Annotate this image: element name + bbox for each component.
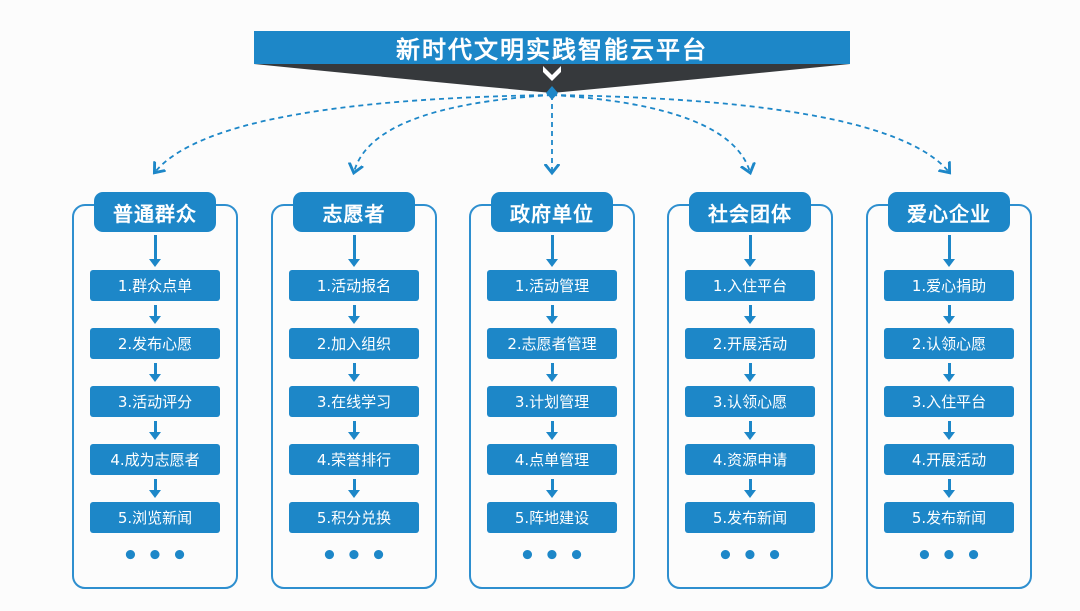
step-item: 5.阵地建设 <box>487 502 617 533</box>
down-arrow-icon <box>550 421 554 432</box>
down-arrow-icon <box>947 363 951 374</box>
step-item: 3.认领心愿 <box>685 386 815 417</box>
column-social-groups: 社会团体 1.入住平台 2.开展活动 3.认领心愿 4.资源申请 5.发布新闻 … <box>667 192 833 602</box>
down-arrow-icon <box>153 421 157 432</box>
column-caring-enterprises: 爱心企业 1.爱心捐助 2.认领心愿 3.入住平台 4.开展活动 5.发布新闻 … <box>866 192 1032 602</box>
column-title: 爱心企业 <box>888 192 1010 232</box>
down-arrow-icon <box>352 305 356 316</box>
down-arrow-icon <box>947 235 951 259</box>
down-arrow-icon <box>947 421 951 432</box>
down-arrow-icon <box>352 421 356 432</box>
banner-ribbon <box>254 64 850 93</box>
banner-down-arrow-icon <box>543 66 561 81</box>
column-volunteers: 志愿者 1.活动报名 2.加入组织 3.在线学习 4.荣誉排行 5.积分兑换 •… <box>271 192 437 602</box>
step-item: 5.发布新闻 <box>884 502 1014 533</box>
more-indicator: ••• <box>122 541 196 571</box>
down-arrow-icon <box>153 363 157 374</box>
step-item: 2.加入组织 <box>289 328 419 359</box>
step-item: 3.入住平台 <box>884 386 1014 417</box>
platform-title: 新时代文明实践智能云平台 <box>396 36 708 64</box>
down-arrow-icon <box>947 479 951 490</box>
step-item: 2.发布心愿 <box>90 328 220 359</box>
step-item: 2.志愿者管理 <box>487 328 617 359</box>
down-arrow-icon <box>947 305 951 316</box>
step-item: 4.荣誉排行 <box>289 444 419 475</box>
column-title: 政府单位 <box>491 192 613 232</box>
down-arrow-icon <box>748 421 752 432</box>
more-indicator: ••• <box>717 541 791 571</box>
connector-to-column-1 <box>155 94 553 172</box>
down-arrow-icon <box>153 479 157 490</box>
step-item: 5.积分兑换 <box>289 502 419 533</box>
step-item: 1.活动报名 <box>289 270 419 301</box>
connector-to-column-4 <box>551 94 750 172</box>
step-item: 5.发布新闻 <box>685 502 815 533</box>
step-item: 5.浏览新闻 <box>90 502 220 533</box>
down-arrow-icon <box>550 479 554 490</box>
column-government-units: 政府单位 1.活动管理 2.志愿者管理 3.计划管理 4.点单管理 5.阵地建设… <box>469 192 635 602</box>
down-arrow-icon <box>550 305 554 316</box>
down-arrow-icon <box>352 479 356 490</box>
down-arrow-icon <box>748 363 752 374</box>
down-arrow-icon <box>550 363 554 374</box>
down-arrow-icon <box>748 479 752 490</box>
down-arrow-icon <box>748 235 752 259</box>
down-arrow-icon <box>550 235 554 259</box>
step-item: 2.开展活动 <box>685 328 815 359</box>
down-arrow-icon <box>153 305 157 316</box>
hub-point <box>546 86 558 100</box>
more-indicator: ••• <box>916 541 990 571</box>
connector-to-column-5 <box>551 94 949 172</box>
step-item: 4.开展活动 <box>884 444 1014 475</box>
down-arrow-icon <box>352 235 356 259</box>
connector-to-column-2 <box>354 94 553 172</box>
down-arrow-icon <box>748 305 752 316</box>
down-arrow-icon <box>352 363 356 374</box>
column-title: 普通群众 <box>94 192 216 232</box>
step-item: 4.成为志愿者 <box>90 444 220 475</box>
column-ordinary-public: 普通群众 1.群众点单 2.发布心愿 3.活动评分 4.成为志愿者 5.浏览新闻… <box>72 192 238 602</box>
step-item: 1.爱心捐助 <box>884 270 1014 301</box>
step-item: 4.资源申请 <box>685 444 815 475</box>
step-item: 2.认领心愿 <box>884 328 1014 359</box>
step-item: 3.计划管理 <box>487 386 617 417</box>
column-title: 志愿者 <box>293 192 415 232</box>
more-indicator: ••• <box>321 541 395 571</box>
step-item: 3.在线学习 <box>289 386 419 417</box>
step-item: 4.点单管理 <box>487 444 617 475</box>
platform-title-banner: 新时代文明实践智能云平台 <box>254 31 850 64</box>
step-item: 1.群众点单 <box>90 270 220 301</box>
down-arrow-icon <box>153 235 157 259</box>
step-item: 1.活动管理 <box>487 270 617 301</box>
column-title: 社会团体 <box>689 192 811 232</box>
step-item: 1.入住平台 <box>685 270 815 301</box>
more-indicator: ••• <box>519 541 593 571</box>
step-item: 3.活动评分 <box>90 386 220 417</box>
